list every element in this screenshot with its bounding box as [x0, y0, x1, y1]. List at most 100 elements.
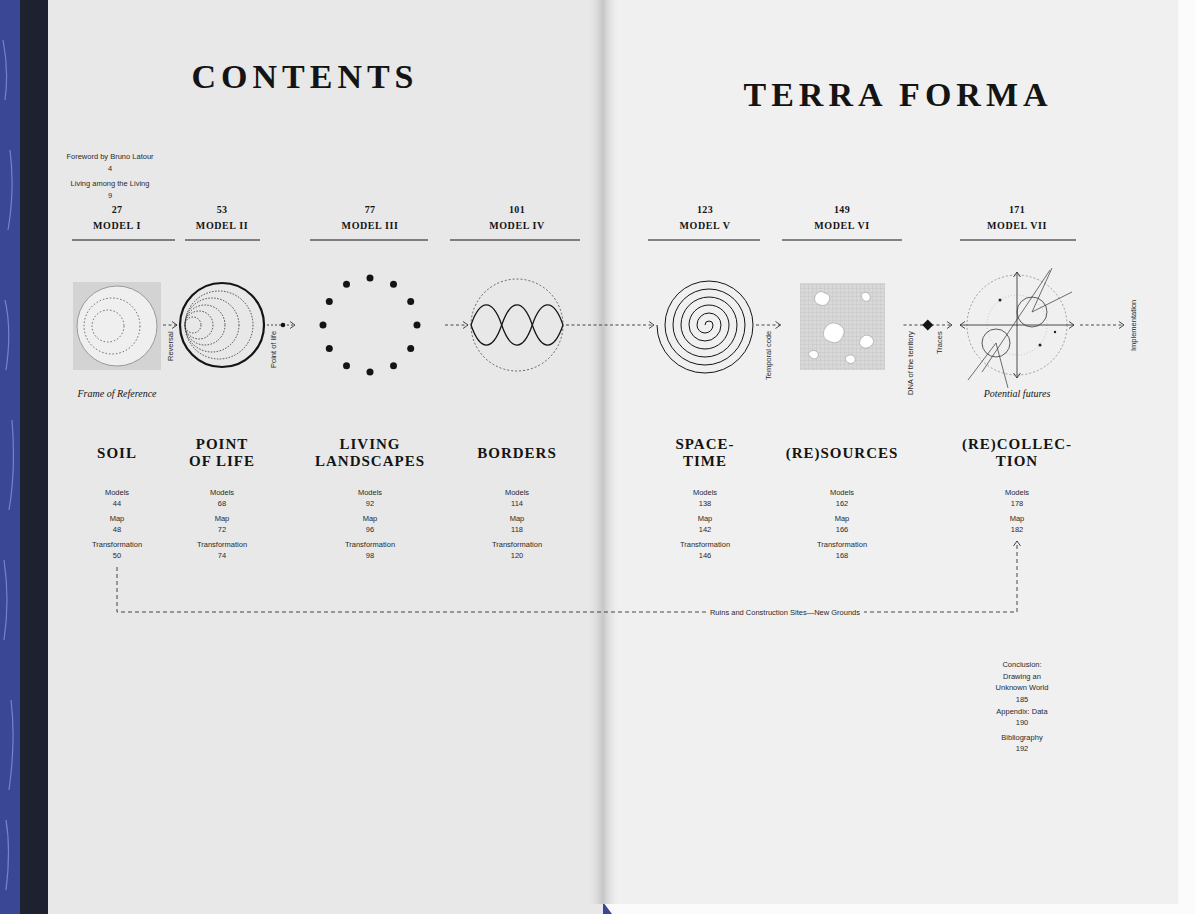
entry-label: Models — [830, 488, 854, 498]
back-matter-entry: Bibliography — [1001, 733, 1042, 743]
entry-label: Models — [358, 488, 382, 498]
text-row: MODEL IV — [470, 220, 564, 232]
page-number: 185 — [1016, 695, 1029, 705]
text-row: 171 — [954, 204, 1080, 216]
entry-label: Transformation — [92, 540, 142, 550]
page-number: 178 — [1011, 499, 1024, 509]
model-number: MODEL II — [196, 220, 248, 232]
page-number: 74 — [218, 551, 226, 561]
text-row: MODEL V — [656, 220, 754, 232]
page-number: 9 — [108, 191, 112, 201]
connector-label: DNA of the territory — [906, 331, 915, 395]
model-number: MODEL III — [342, 220, 399, 232]
text-row: Map — [783, 514, 902, 524]
text-row: 53 — [179, 204, 265, 216]
text-row: 120 — [470, 551, 564, 561]
connector-line — [566, 325, 654, 326]
model-number: MODEL I — [93, 220, 141, 232]
text-row: (RE)COLLEC-TION — [954, 436, 1080, 470]
text-row: Transformation — [297, 540, 443, 550]
page-number: 182 — [1011, 525, 1024, 535]
text-row: Models — [954, 488, 1080, 498]
model-column: 101MODEL IVBORDERSModels114Map118Transfo… — [470, 200, 564, 563]
page-number: 114 — [511, 499, 523, 509]
text-row: 168 — [783, 551, 902, 561]
connector-label: Ruins and Construction Sites—New Grounds — [706, 608, 864, 617]
page-number: 68 — [218, 499, 226, 509]
text-row: 182 — [954, 525, 1080, 535]
connector-line — [117, 541, 1017, 612]
text-row: 98 — [297, 551, 443, 561]
entry-label: Models — [210, 488, 234, 498]
page-number: 4 — [108, 164, 112, 174]
entry-label: Models — [105, 488, 129, 498]
flow-connector — [756, 322, 781, 329]
text-row: MODEL I — [73, 220, 161, 232]
text-row: Models — [470, 488, 564, 498]
arrow-head — [290, 322, 295, 329]
text-row: LIVING LANDSCAPES — [297, 436, 443, 470]
entry-label: Transformation — [345, 540, 395, 550]
connector-line — [163, 325, 177, 326]
text-row: 74 — [179, 551, 265, 561]
text-row: 142 — [656, 525, 754, 535]
entry-label: Map — [110, 514, 125, 524]
page-number: 44 — [113, 499, 121, 509]
text-row: Transformation — [73, 540, 161, 550]
page-number: 138 — [699, 499, 712, 509]
text-row: 166 — [783, 525, 902, 535]
page-number: 118 — [511, 525, 523, 535]
recollection-icon — [960, 268, 1074, 388]
model-caption: Frame of Reference — [77, 388, 156, 400]
model-page-number: 27 — [112, 204, 123, 216]
text-row: BORDERS — [470, 445, 564, 462]
entry-label: Map — [215, 514, 230, 524]
point-of-life-icon — [180, 283, 264, 367]
section-title: (RE)COLLEC-TION — [957, 436, 1077, 470]
text-row: 149 — [783, 204, 902, 216]
entry-label: Transformation — [680, 540, 730, 550]
soil-icon — [73, 282, 161, 370]
model-page-number: 53 — [217, 204, 228, 216]
arrow-head — [463, 322, 468, 329]
borders-icon — [471, 279, 563, 371]
text-row: 146 — [656, 551, 754, 561]
model-column: 149MODEL VI(RE)SOURCESModels162Map166Tra… — [783, 200, 902, 563]
flow-connector — [566, 322, 654, 329]
section-title: LIVING LANDSCAPES — [300, 436, 440, 470]
page-number: 120 — [511, 551, 524, 561]
page-number: 98 — [366, 551, 374, 561]
text-row: 101 — [470, 204, 564, 216]
text-row: Models — [656, 488, 754, 498]
page-number: 96 — [366, 525, 374, 535]
text-row: MODEL II — [179, 220, 265, 232]
text-row: 96 — [297, 525, 443, 535]
model-column: 77MODEL IIILIVING LANDSCAPESModels92Map9… — [297, 200, 443, 563]
text-row: 77 — [297, 204, 443, 216]
text-row: Models — [73, 488, 161, 498]
connector-line — [756, 325, 781, 326]
entry-label: Map — [698, 514, 713, 524]
entry-label: Models — [693, 488, 717, 498]
space-time-icon — [657, 281, 753, 373]
section-title: BORDERS — [477, 445, 557, 462]
text-row: 44 — [73, 499, 161, 509]
text-row: 50 — [73, 551, 161, 561]
connector-label: Point of life — [269, 331, 278, 368]
point-dot — [281, 323, 286, 328]
connector-label: Temporal code — [764, 331, 773, 380]
text-row: Map — [470, 514, 564, 524]
model-column: 171MODEL VIIPotential futures(RE)COLLEC-… — [954, 200, 1080, 537]
page-number: 92 — [366, 499, 374, 509]
implementation-arrow — [1080, 322, 1124, 329]
section-title: SOIL — [97, 445, 137, 462]
text-row: 178 — [954, 499, 1080, 509]
model-number: MODEL VII — [987, 220, 1047, 232]
model-page-number: 171 — [1009, 204, 1025, 216]
page-number: 48 — [113, 525, 121, 535]
text-row: MODEL VI — [783, 220, 902, 232]
page-number: 168 — [836, 551, 849, 561]
text-row: Map — [179, 514, 265, 524]
